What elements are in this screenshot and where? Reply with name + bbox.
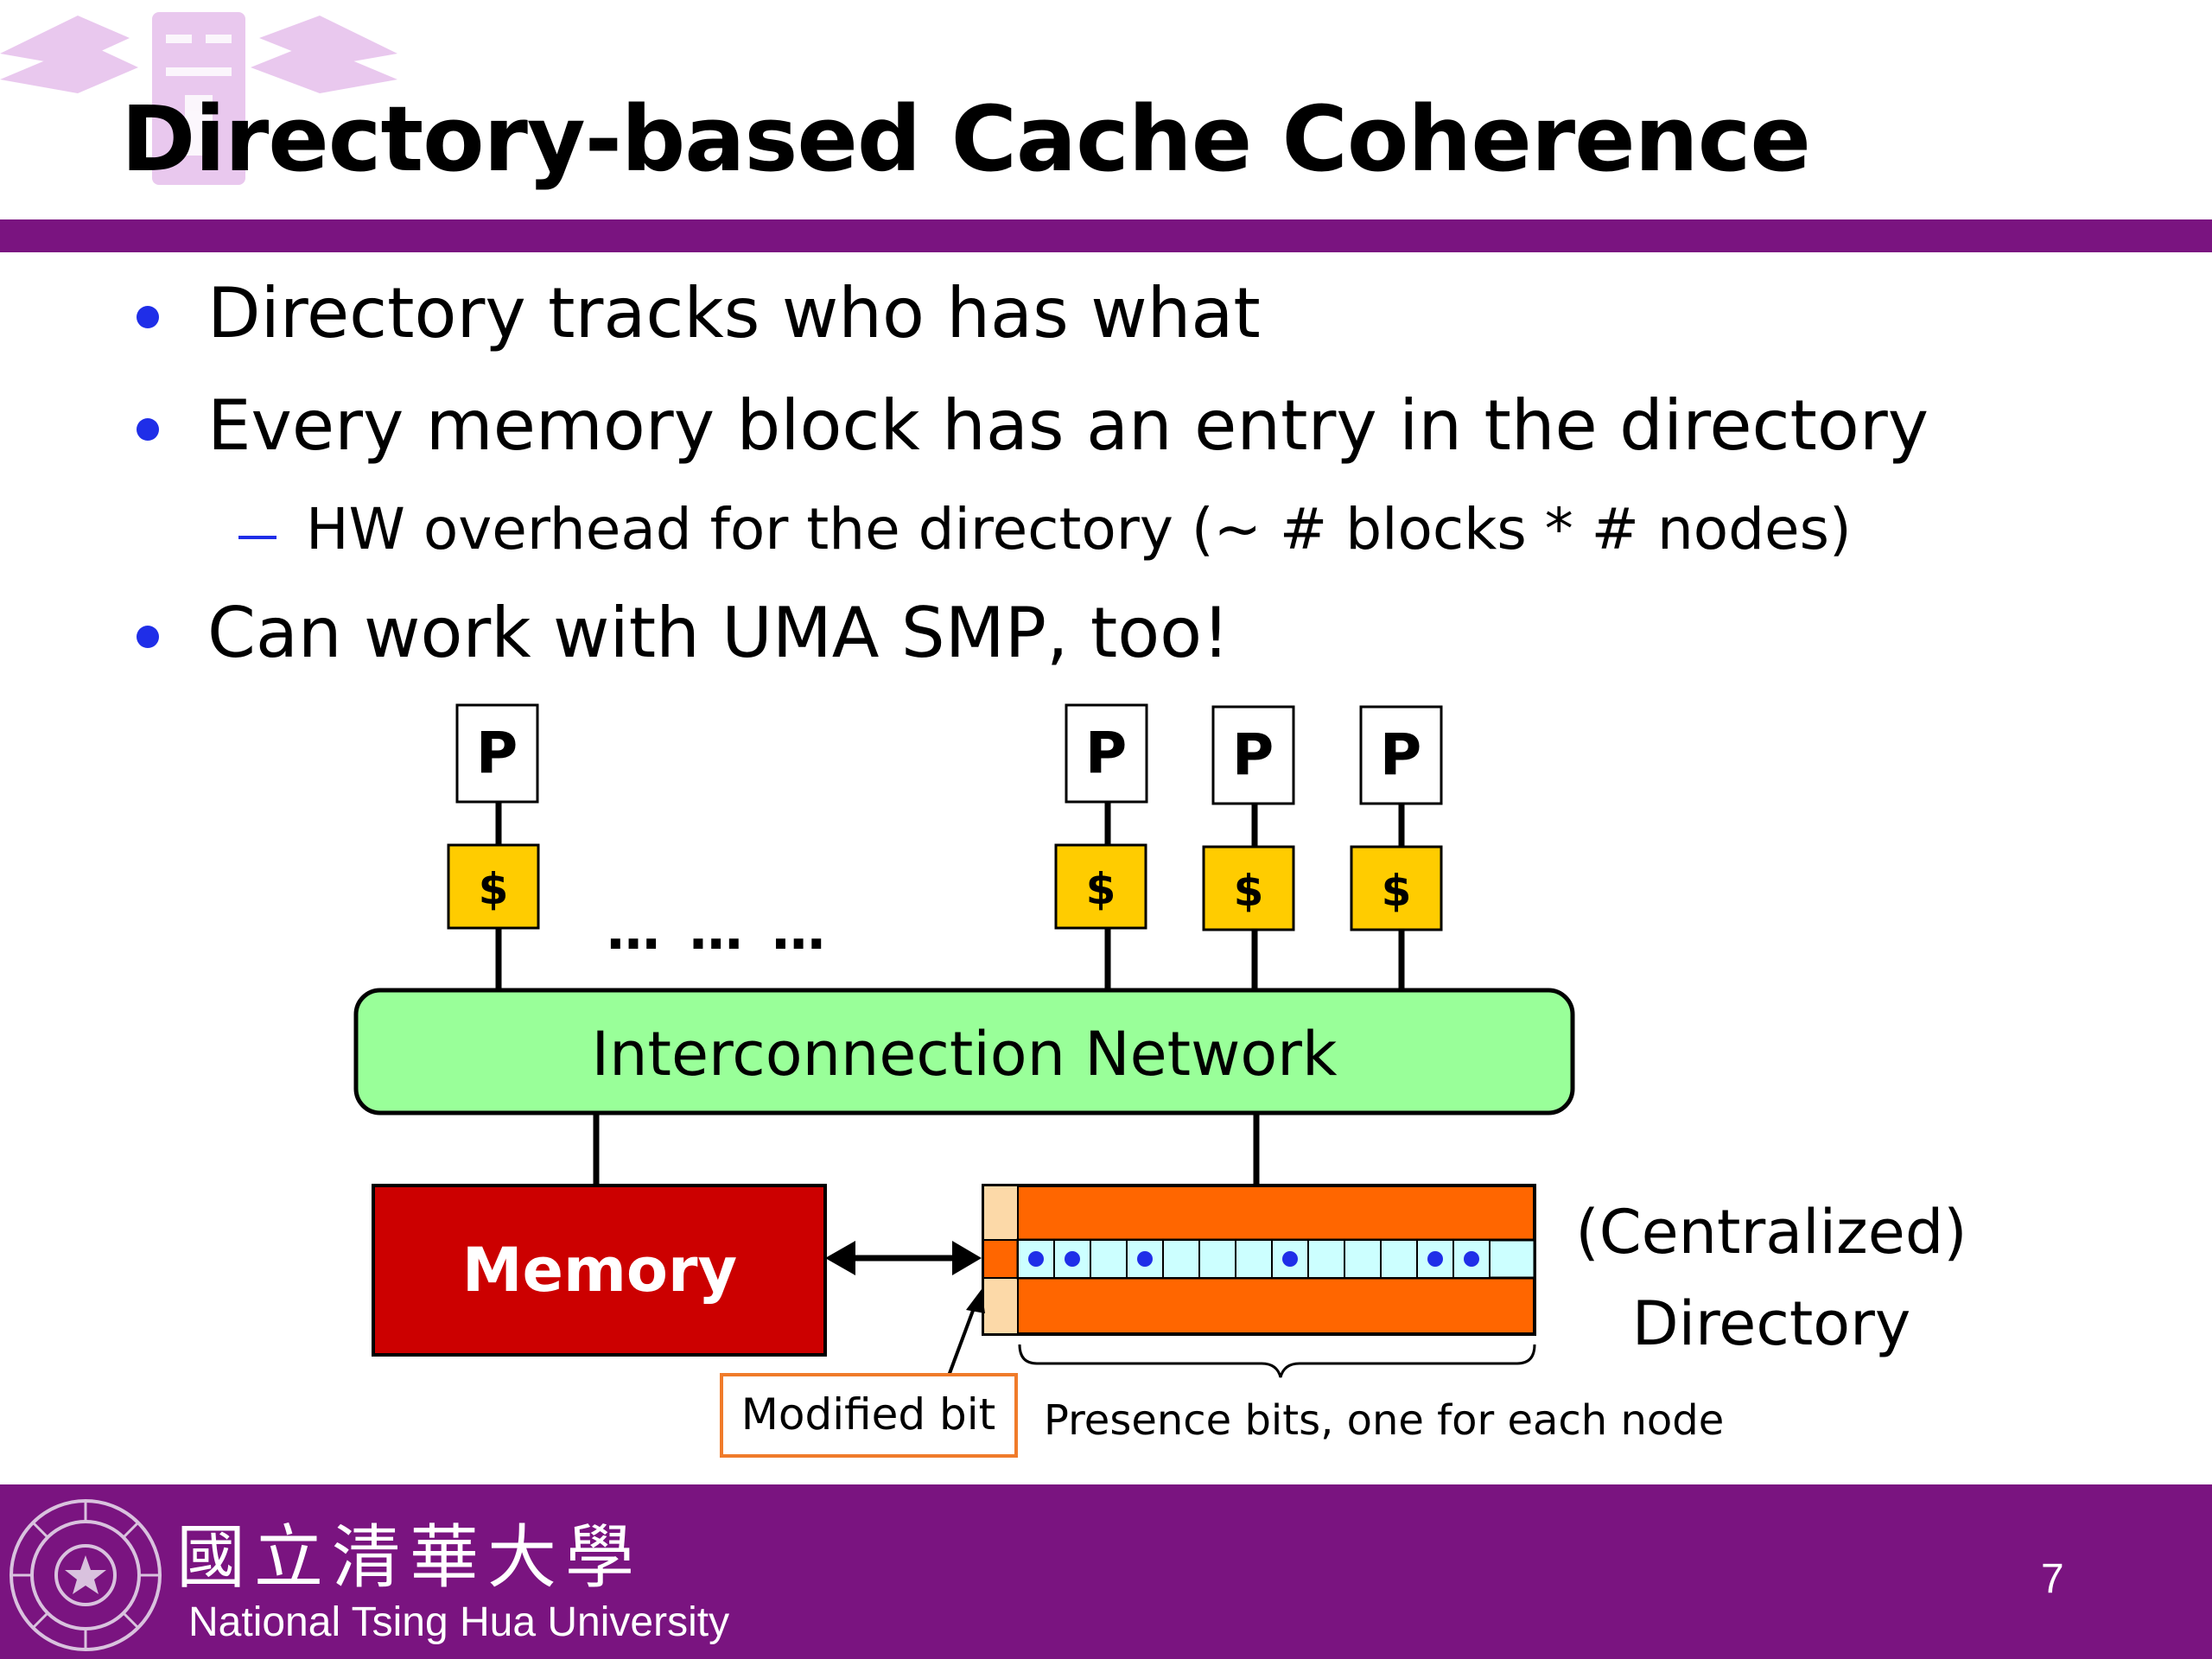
- university-name-english: National Tsing Hua University: [188, 1599, 730, 1645]
- bullet-dot: [137, 626, 159, 648]
- sub-bullet-item: HW overhead for the directory (~ # block…: [306, 496, 1852, 563]
- processor-label: P: [476, 720, 518, 786]
- interconnection-network: [353, 988, 1575, 1116]
- bullet-item: Directory tracks who has what: [207, 273, 1261, 353]
- presence-bit-cell: [1162, 1239, 1200, 1279]
- presence-bit-dot: [1427, 1251, 1443, 1267]
- cache-label: $: [1234, 866, 1264, 916]
- processor-node-2: P $: [1054, 703, 1148, 930]
- title-divider: [0, 219, 2212, 252]
- directory-label-line2: Directory: [1632, 1288, 1911, 1359]
- ellipsis: … … …: [607, 899, 830, 962]
- memory-label: Memory: [462, 1235, 737, 1306]
- slide-title: Directory-based Cache Coherence: [121, 86, 1811, 192]
- processor-label: P: [1085, 720, 1127, 786]
- bullet-item: Every memory block has an entry in the d…: [207, 385, 1929, 466]
- processor-label: P: [1232, 721, 1274, 788]
- university-seal-icon: [10, 1499, 162, 1651]
- presence-bits-row: [1017, 1239, 1491, 1279]
- directory-label-line1: (Centralized): [1575, 1197, 1967, 1268]
- modified-bit-label: Modified bit: [741, 1389, 995, 1440]
- directory-table: [982, 1184, 1536, 1336]
- presence-bit-dot: [1065, 1251, 1080, 1267]
- cache-label: $: [1086, 864, 1116, 914]
- sub-bullet-dash: [238, 536, 276, 539]
- presence-bit-cell: [1235, 1239, 1273, 1279]
- processor-node-4: P $: [1350, 705, 1443, 931]
- university-logo-watermark: [0, 12, 397, 185]
- presence-bit-dot: [1137, 1251, 1153, 1267]
- memory-directory-arrow: [825, 1241, 982, 1275]
- cache-label: $: [479, 864, 509, 914]
- presence-bits-brace: [1018, 1344, 1536, 1378]
- cache-label: $: [1382, 866, 1412, 916]
- presence-bits-label: Presence bits, one for each node: [1044, 1396, 1724, 1445]
- bullet-dot: [137, 306, 159, 328]
- processor-node-3: P $: [1202, 705, 1295, 931]
- presence-bit-cell: [1307, 1239, 1345, 1279]
- bullet-dot: [137, 418, 159, 441]
- presence-bit-dot: [1028, 1251, 1044, 1267]
- presence-bit-dot: [1464, 1251, 1479, 1267]
- processor-node-1: P $: [447, 703, 540, 930]
- network-label: Interconnection Network: [592, 1019, 1338, 1090]
- presence-bit-cell: [1344, 1239, 1382, 1279]
- bullet-item: Can work with UMA SMP, too!: [207, 593, 1230, 673]
- university-name-chinese: 國立清華大學: [176, 1517, 643, 1598]
- memory-block: [372, 1184, 827, 1357]
- presence-bit-dot: [1282, 1251, 1298, 1267]
- page-number: 7: [2041, 1556, 2064, 1602]
- presence-bit-cell: [1090, 1239, 1128, 1279]
- modified-bit-callout: Modified bit: [720, 1289, 1018, 1458]
- presence-bit-cell: [1198, 1239, 1236, 1279]
- processor-label: P: [1380, 721, 1421, 788]
- presence-bit-cell: [1380, 1239, 1418, 1279]
- footer-bar: [0, 1484, 2212, 1659]
